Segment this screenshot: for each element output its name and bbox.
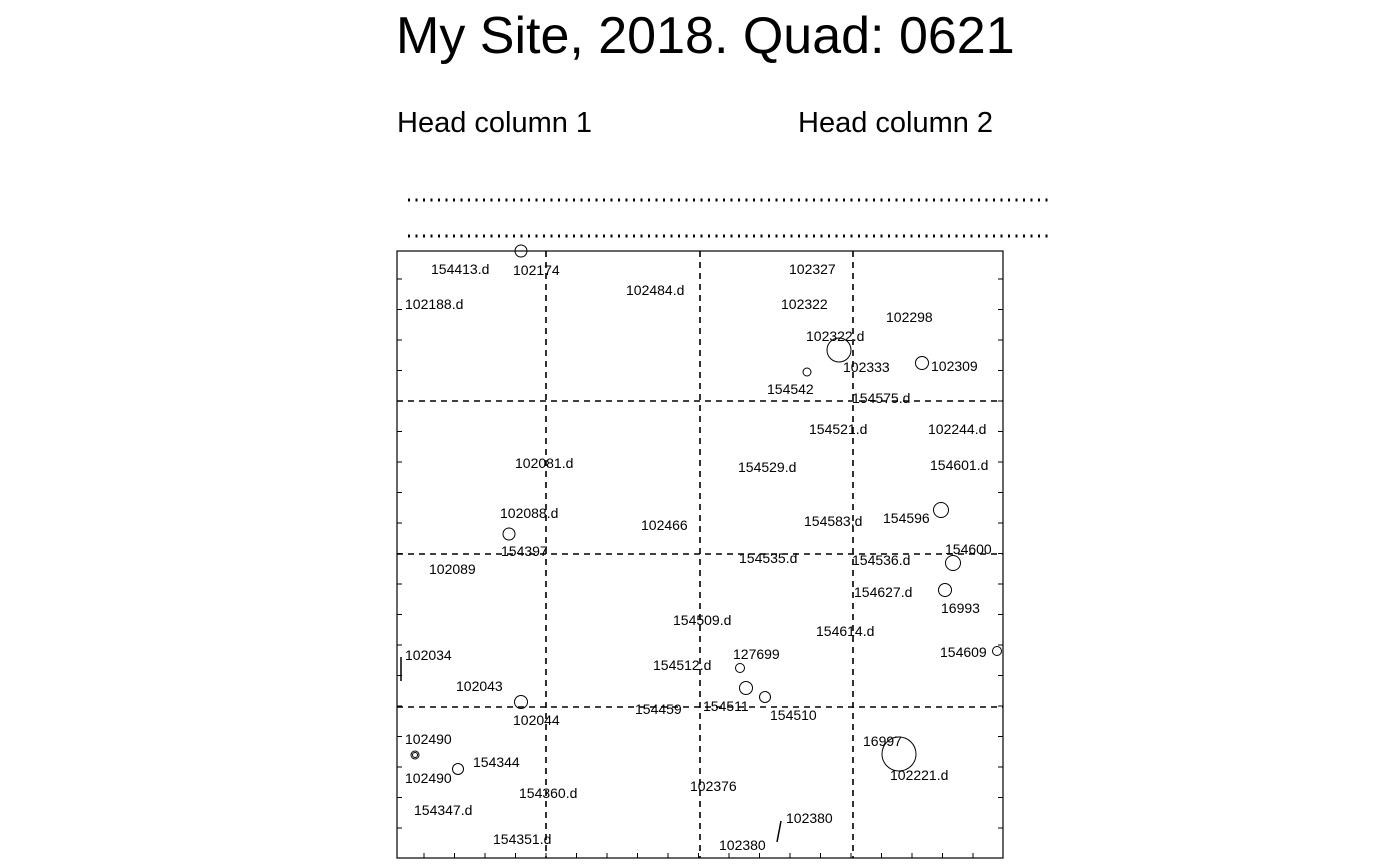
plant-label: 102244.d bbox=[928, 421, 986, 437]
plant-label: 102174 bbox=[513, 262, 560, 278]
plant-label: 154627.d bbox=[854, 584, 912, 600]
plant-circle bbox=[759, 691, 771, 703]
plant-labels: 154413.d 102174 102327 102484.d 102188.d 1023… bbox=[405, 261, 992, 853]
header-column-1: Head column 1 bbox=[397, 107, 593, 139]
plant-label: 154575.d bbox=[852, 390, 910, 406]
plant-circle bbox=[739, 681, 753, 695]
plant-label: 127699 bbox=[733, 646, 780, 662]
plant-label: 154413.d bbox=[431, 261, 489, 277]
plant-circle bbox=[945, 555, 961, 571]
plant-label: 154542 bbox=[767, 381, 814, 397]
plant-circle bbox=[514, 695, 528, 709]
plant-label: 102089 bbox=[429, 561, 476, 577]
plant-circle bbox=[412, 752, 418, 758]
plant-label: 154397 bbox=[501, 543, 548, 559]
plant-label: 102322 bbox=[781, 296, 828, 312]
plant-circle bbox=[826, 337, 852, 363]
page-title: My Site, 2018. Quad: 0621 bbox=[396, 7, 1015, 65]
plant-label: 102034 bbox=[405, 647, 452, 663]
plant-label: 102490 bbox=[405, 731, 452, 747]
plant-label: 154351.d bbox=[493, 831, 551, 847]
plant-label: 154600 bbox=[945, 541, 992, 557]
plant-label: 154583.d bbox=[804, 513, 862, 529]
plant-label: 102298 bbox=[886, 309, 933, 325]
plant-circle bbox=[938, 583, 952, 597]
plant-circle bbox=[514, 244, 528, 258]
plant-label: 154459 bbox=[635, 701, 682, 717]
header-column-2: Head column 2 bbox=[798, 107, 994, 139]
plant-label: 154596 bbox=[883, 510, 930, 526]
plant-label: 102088.d bbox=[500, 505, 558, 521]
plant-label: 102376 bbox=[690, 778, 737, 794]
plant-label: 102322.d bbox=[806, 328, 864, 344]
plant-marks bbox=[400, 244, 1002, 843]
plant-circle bbox=[452, 763, 464, 775]
plant-label: 102466 bbox=[641, 517, 688, 533]
plant-circle bbox=[735, 663, 745, 673]
plant-label: 154512.d bbox=[653, 657, 711, 673]
grid-lines bbox=[397, 251, 1003, 858]
plant-label: 154536.d bbox=[852, 552, 910, 568]
plant-label: 154535.d bbox=[739, 550, 797, 566]
plant-label: 102380 bbox=[719, 837, 766, 853]
plant-circle bbox=[802, 367, 812, 377]
plant-label: 154509.d bbox=[673, 612, 731, 628]
plant-label: 102309 bbox=[931, 358, 978, 374]
plant-label: 102221.d bbox=[890, 767, 948, 783]
plant-label: 102188.d bbox=[405, 296, 463, 312]
plant-circle bbox=[881, 736, 917, 772]
plant-label: 154347.d bbox=[414, 802, 472, 818]
plant-label: 102333 bbox=[843, 359, 890, 375]
plant-label: 16997 bbox=[863, 733, 902, 749]
plant-label: 102044 bbox=[513, 712, 560, 728]
plant-circle bbox=[915, 356, 929, 370]
plant-label: 102327 bbox=[789, 261, 836, 277]
plant-label: 102081.d bbox=[515, 455, 573, 471]
plant-label: 154614.d bbox=[816, 623, 874, 639]
plant-label: 102484.d bbox=[626, 282, 684, 298]
plant-circle bbox=[992, 646, 1002, 656]
plant-circle bbox=[410, 750, 420, 760]
plant-label: 154601.d bbox=[930, 457, 988, 473]
plant-label: 102043 bbox=[456, 678, 503, 694]
plant-label: 102490 bbox=[405, 770, 452, 786]
plant-circle bbox=[933, 502, 949, 518]
plant-label: 154344 bbox=[473, 754, 520, 770]
plant-label: 154510 bbox=[770, 707, 817, 723]
plant-stem bbox=[776, 820, 782, 843]
plant-label: 154529.d bbox=[738, 459, 796, 475]
plant-label: 16993 bbox=[941, 600, 980, 616]
plant-label: 154521.d bbox=[809, 421, 867, 437]
plant-label: 154511 bbox=[703, 698, 749, 714]
plant-circle bbox=[502, 527, 516, 541]
plant-label: 102380 bbox=[786, 810, 833, 826]
plant-label: 154609 bbox=[940, 644, 987, 660]
plant-label: 154360.d bbox=[519, 785, 577, 801]
